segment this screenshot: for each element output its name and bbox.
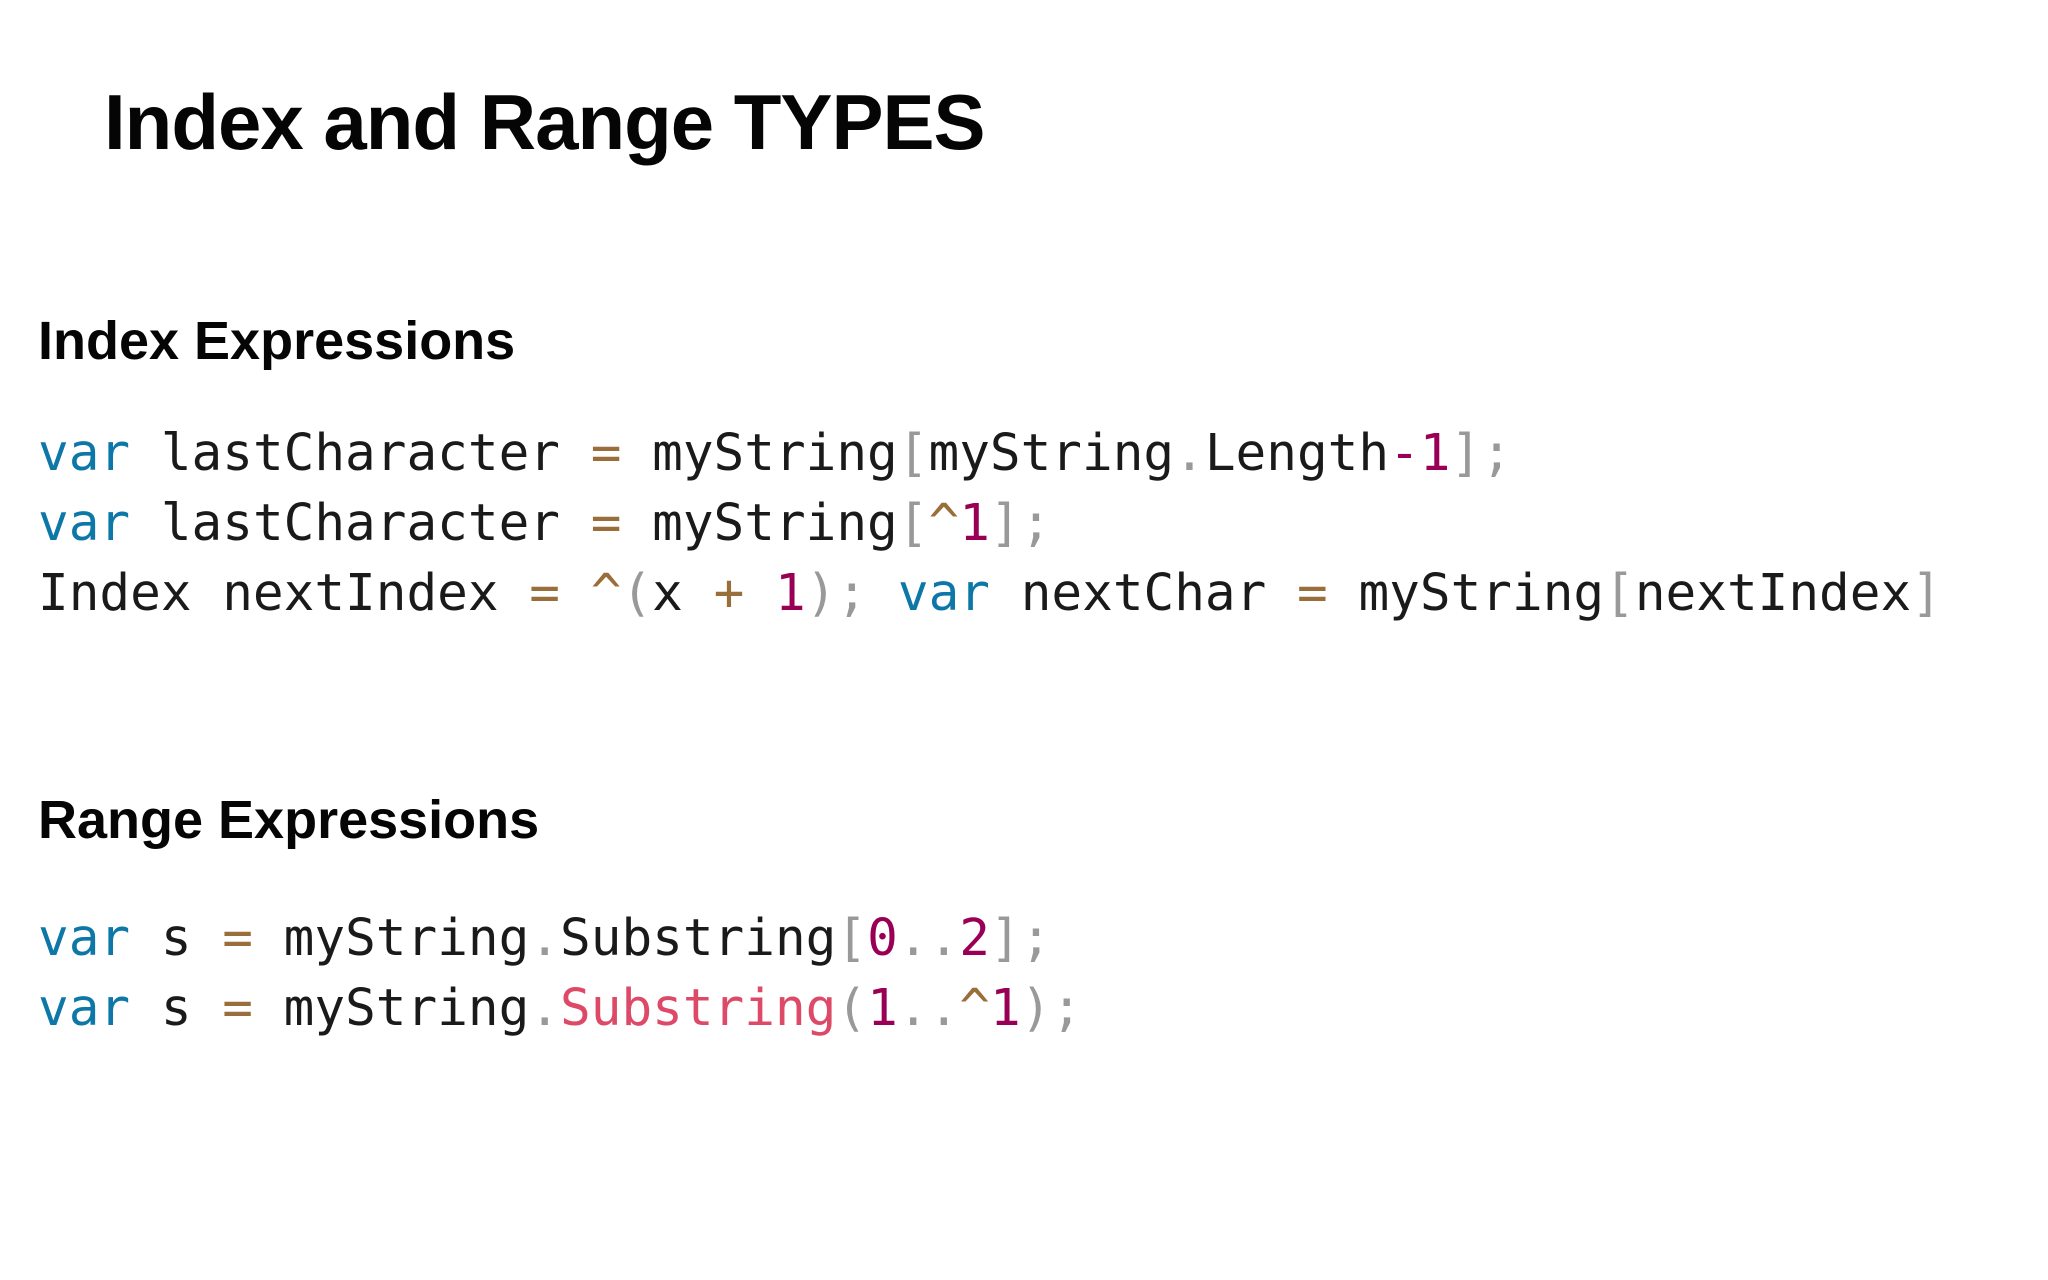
code-token-plain: s (130, 909, 223, 968)
code-token-number: 0 (867, 909, 898, 968)
code-token-plain (867, 564, 898, 623)
code-token-keyword: var (897, 564, 990, 623)
code-token-punctuation: . (529, 909, 561, 968)
code-token-plain (744, 564, 775, 623)
code-token-number: 1 (989, 979, 1021, 1038)
code-token-keyword: var (38, 979, 131, 1038)
code-token-punctuation: ( (621, 564, 653, 623)
code-token-number: 1 (775, 564, 806, 623)
code-line: var lastCharacter = myString[myString.Le… (38, 419, 2048, 489)
code-token-punctuation: [ (897, 494, 929, 553)
code-token-punctuation: [ (836, 909, 868, 968)
code-token-operator: ^ (959, 979, 990, 1038)
code-line: var s = myString.Substring[0..2]; (38, 904, 2048, 974)
section-heading: Range Expressions (38, 790, 540, 850)
code-token-punctuation: ] (1911, 564, 1942, 623)
code-token-punctuation: ); (1020, 979, 1083, 1038)
code-token-plain: s (130, 979, 223, 1038)
code-token-plain: myString (252, 909, 530, 968)
code-token-number: -1 (1389, 424, 1451, 483)
page-title: Index and Range TYPES (104, 78, 986, 166)
code-block: var lastCharacter = myString[myString.Le… (38, 419, 2048, 629)
code-token-plain: Substring (560, 909, 837, 968)
code-token-operator: = (529, 564, 560, 623)
code-token-plain: myString (928, 424, 1175, 483)
code-token-function: Substring (560, 979, 837, 1038)
code-token-keyword: var (38, 494, 131, 553)
code-token-punctuation: [ (1604, 564, 1635, 623)
code-token-keyword: var (38, 424, 131, 483)
code-token-operator: + (713, 564, 745, 623)
code-token-plain: myString (1327, 564, 1605, 623)
code-token-plain: lastCharacter (130, 424, 591, 483)
code-block: var s = myString.Substring[0..2];var s =… (38, 904, 2048, 1044)
code-token-plain (560, 564, 591, 623)
code-token-plain: x (652, 564, 714, 623)
code-line: var s = myString.Substring(1..^1); (38, 974, 2048, 1044)
code-token-plain: lastCharacter (130, 494, 591, 553)
code-token-punctuation: . (529, 979, 561, 1038)
code-token-punctuation: ); (805, 564, 868, 623)
section-heading: Index Expressions (38, 311, 516, 371)
code-token-punctuation: ]; (989, 909, 1052, 968)
code-token-operator: = (590, 494, 622, 553)
code-token-operator: ^ (590, 564, 622, 623)
code-token-punctuation: .. (897, 979, 960, 1038)
code-token-operator: ^ (928, 494, 960, 553)
code-token-operator: = (222, 979, 253, 1038)
code-token-plain: Length (1204, 424, 1390, 483)
code-token-plain: Index nextIndex (38, 564, 530, 623)
code-token-punctuation: ]; (989, 494, 1052, 553)
code-token-number: 2 (959, 909, 990, 968)
code-token-keyword: var (38, 909, 131, 968)
code-token-plain: nextChar (990, 564, 1298, 623)
code-token-operator: = (1297, 564, 1328, 623)
code-token-punctuation: ( (836, 979, 868, 1038)
code-line: Index nextIndex = ^(x + 1); var nextChar… (38, 559, 2048, 629)
code-token-punctuation: ]; (1450, 424, 1512, 483)
code-token-punctuation: [ (897, 424, 929, 483)
section: Index Expressions var lastCharacter = myS… (38, 310, 2048, 629)
code-token-punctuation: . (1174, 424, 1205, 483)
code-token-operator: = (590, 424, 622, 483)
code-token-operator: = (222, 909, 253, 968)
code-token-plain: nextIndex (1634, 564, 1912, 623)
code-token-number: 1 (959, 494, 990, 553)
code-token-plain: myString (621, 424, 898, 483)
code-line: var lastCharacter = myString[^1]; (38, 489, 2048, 559)
code-token-plain: myString (621, 494, 898, 553)
code-token-plain: myString (252, 979, 530, 1038)
code-token-number: 1 (867, 979, 898, 1038)
code-token-punctuation: .. (897, 909, 960, 968)
